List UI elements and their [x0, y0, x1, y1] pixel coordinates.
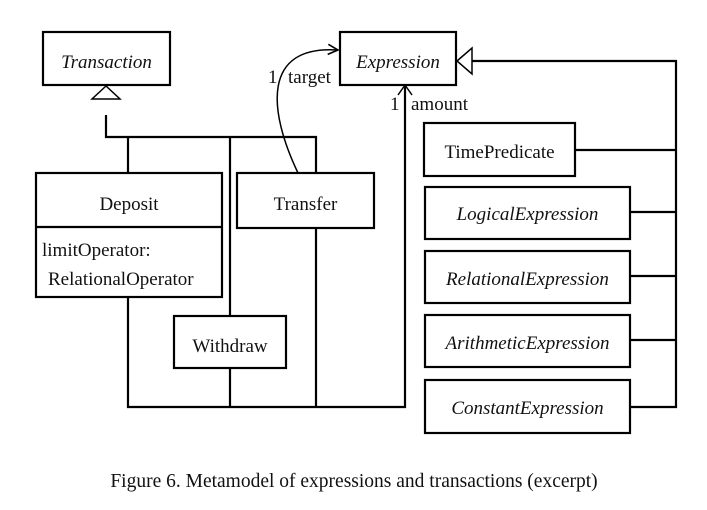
- amount-multiplicity: 1: [390, 94, 400, 115]
- expression-generalization: [455, 46, 678, 409]
- class-deposit: Deposit limitOperator: RelationalOperato…: [34, 171, 224, 299]
- target-multiplicity: 1: [268, 67, 278, 88]
- target-role: target: [288, 67, 332, 88]
- class-constantexpression: ConstantExpression: [423, 378, 632, 435]
- class-name: ConstantExpression: [451, 398, 603, 419]
- generalization-triangle-icon: [90, 84, 122, 100]
- attribute-line-1: limitOperator:: [42, 240, 151, 261]
- amount-role: amount: [411, 94, 469, 115]
- class-name: Expression: [355, 52, 440, 73]
- gen-trunk: [472, 59, 678, 409]
- attribute-line-2: RelationalOperator: [48, 269, 194, 290]
- class-withdraw: Withdraw: [172, 314, 288, 370]
- class-transaction: Transaction: [41, 30, 172, 87]
- class-relationalexpression: RelationalExpression: [423, 249, 632, 305]
- transaction-generalization: [90, 84, 318, 316]
- class-transfer: Transfer: [235, 171, 376, 230]
- gen-line-transfer: [104, 115, 318, 173]
- class-name: LogicalExpression: [456, 204, 599, 225]
- target-association-arrow: [276, 43, 340, 174]
- class-name: Withdraw: [192, 336, 267, 357]
- generalization-triangle-icon: [455, 46, 473, 76]
- class-name: ArithmeticExpression: [444, 333, 610, 354]
- class-expression: Expression: [338, 30, 458, 87]
- class-name: Transfer: [274, 194, 338, 215]
- amount-line-deposit: [126, 85, 407, 409]
- class-logicalexpression: LogicalExpression: [423, 185, 632, 241]
- class-name: Transaction: [61, 52, 152, 73]
- class-arithmeticexpression: ArithmeticExpression: [423, 313, 632, 369]
- class-name: Deposit: [99, 194, 159, 215]
- figure-caption: Figure 6. Metamodel of expressions and t…: [110, 471, 597, 492]
- class-timepredicate: TimePredicate: [422, 121, 577, 178]
- class-name: TimePredicate: [444, 142, 554, 163]
- class-name: RelationalExpression: [445, 269, 609, 290]
